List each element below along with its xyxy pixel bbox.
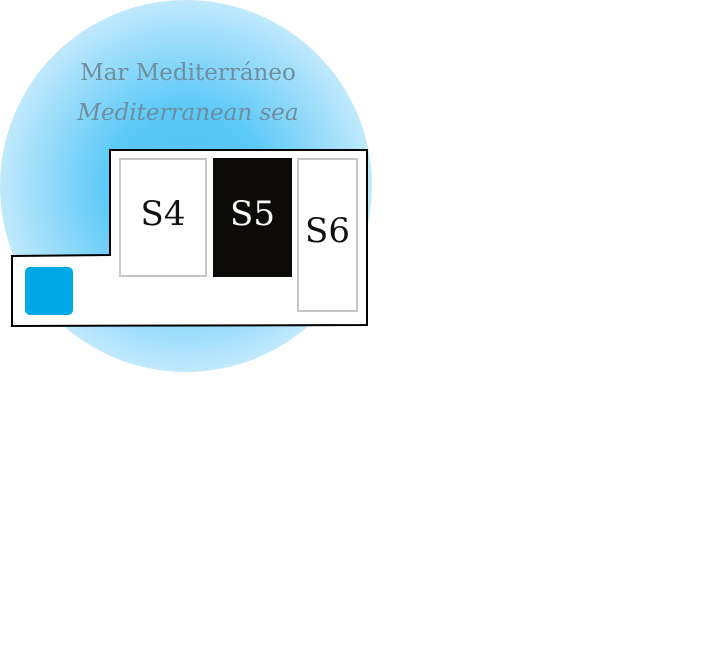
- room-s4[interactable]: S4: [119, 158, 207, 277]
- sea-label-english: Mediterranean sea: [77, 100, 299, 126]
- room-s5-label: S5: [230, 193, 275, 234]
- pool-icon: [25, 267, 73, 315]
- sea-label-spanish: Mar Mediterráneo: [80, 60, 296, 86]
- room-s6[interactable]: S6: [297, 158, 358, 312]
- room-s5[interactable]: S5: [213, 158, 292, 277]
- room-s6-label: S6: [305, 211, 350, 251]
- room-s4-label: S4: [140, 193, 186, 234]
